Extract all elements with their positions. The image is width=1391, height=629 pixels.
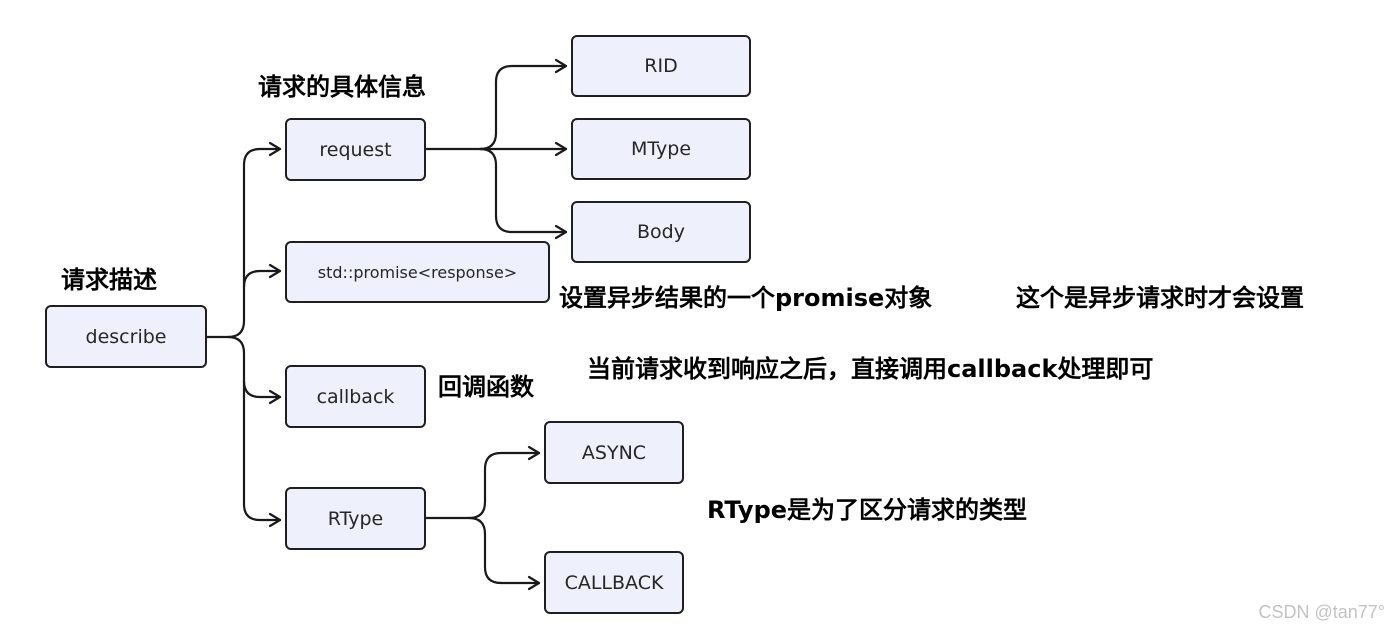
node-request: request [285, 118, 426, 181]
node-describe: describe [45, 305, 207, 368]
connector-to-promise [242, 269, 282, 289]
node-callback-type: CALLBACK [544, 551, 684, 614]
label-request-detail: 请求的具体信息 [258, 73, 426, 101]
label-async-note: 这个是异步请求时才会设置 [1016, 284, 1304, 312]
node-async: ASYNC [544, 421, 684, 484]
label-callback-func: 回调函数 [438, 373, 534, 401]
connector-rtype-trunk [424, 451, 541, 520]
watermark: CSDN @tan77° [1258, 602, 1385, 622]
connector-describe-trunk [205, 147, 282, 339]
node-rid: RID [571, 35, 751, 97]
node-mtype: MType [571, 118, 751, 180]
node-rtype: RType [285, 487, 426, 550]
connector-request-trunk [424, 64, 568, 151]
label-describe-title: 请求描述 [61, 266, 157, 294]
node-body: Body [571, 201, 751, 263]
label-rtype-note: RType是为了区分请求的类型 [707, 496, 1028, 524]
node-callback: callback [285, 365, 426, 428]
connector-to-callback [242, 379, 282, 399]
label-callback-note: 当前请求收到响应之后，直接调用callback处理即可 [587, 355, 1154, 383]
label-promise-note: 设置异步结果的一个promise对象 [559, 284, 933, 312]
connector-describe-bottom [226, 335, 282, 522]
node-promise: std::promise<response> [285, 241, 550, 303]
